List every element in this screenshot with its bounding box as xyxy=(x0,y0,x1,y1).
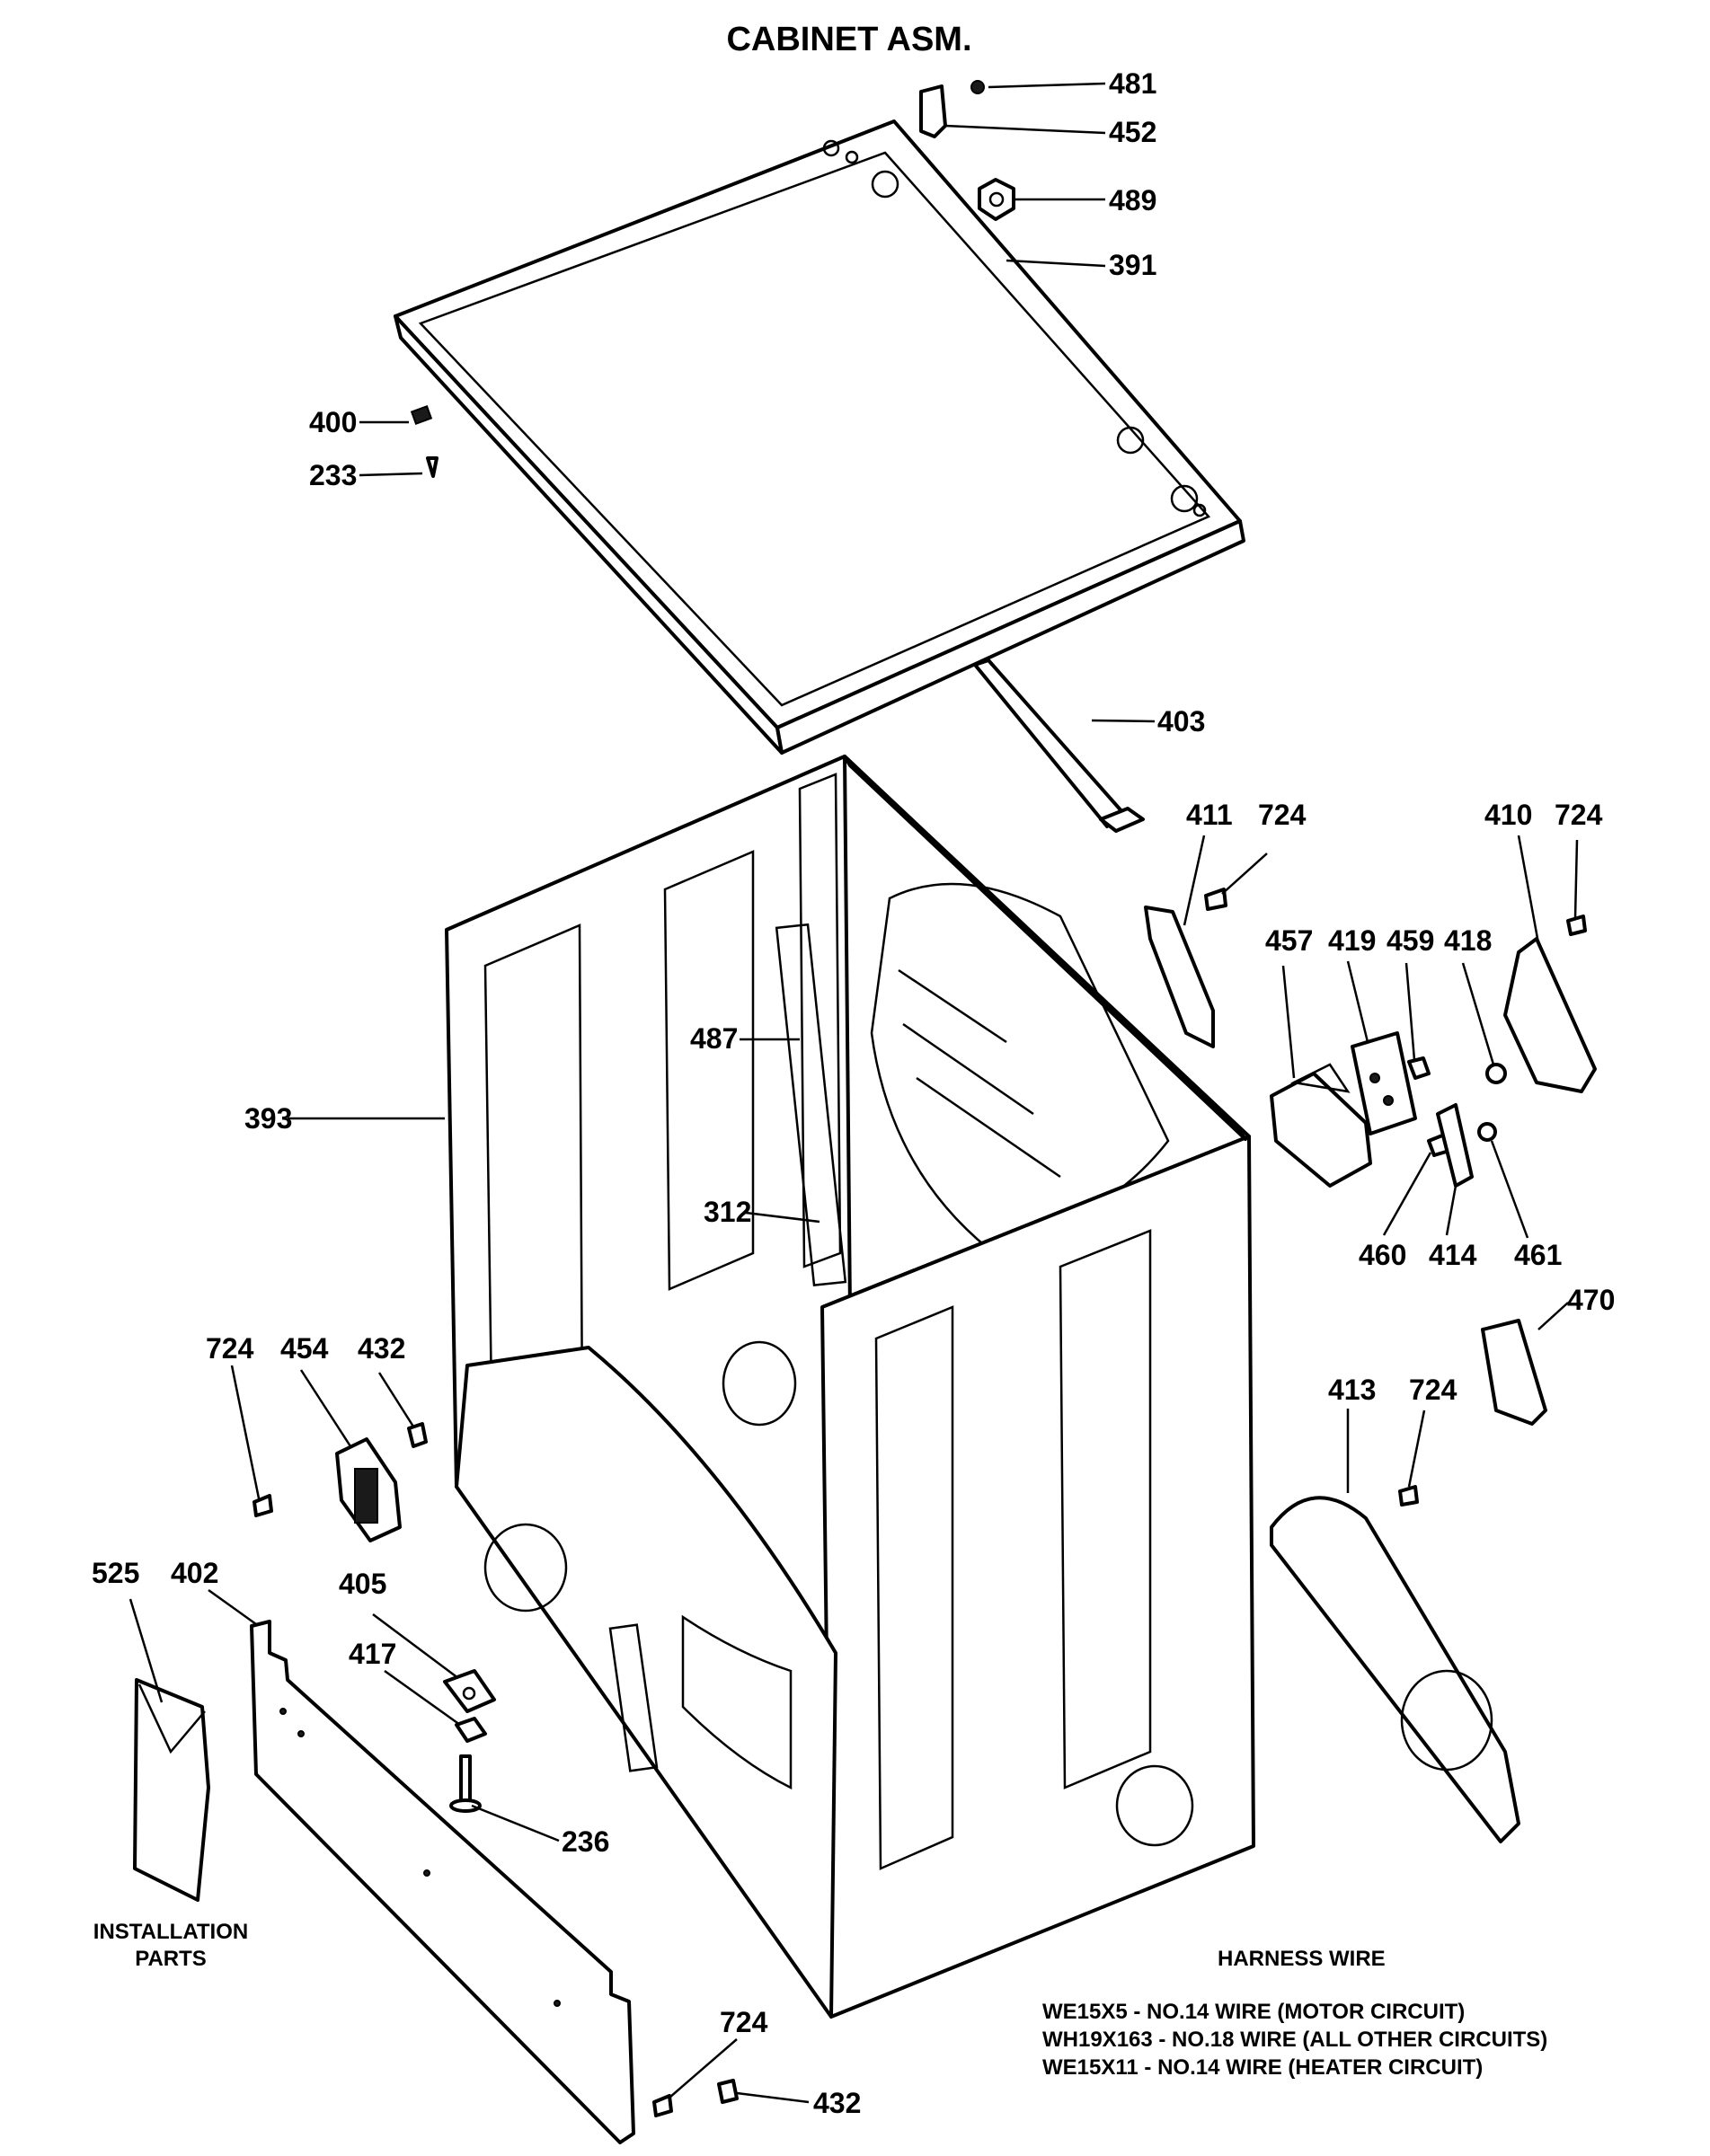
callout-432-a: 432 xyxy=(358,1332,405,1365)
callout-411: 411 xyxy=(1186,799,1233,831)
access-cover-470 xyxy=(1481,1319,1547,1426)
clip-432-a xyxy=(407,1422,428,1448)
diagram-title: CABINET ASM. xyxy=(726,21,971,58)
top-strip xyxy=(973,658,1145,833)
clip-and-screw-left xyxy=(410,405,439,478)
installation-envelope-525 xyxy=(133,1678,210,1902)
callout-393: 393 xyxy=(244,1102,292,1135)
callout-724-b: 724 xyxy=(1555,799,1603,831)
leveling-leg-236 xyxy=(449,1754,482,1813)
callout-432-b: 432 xyxy=(813,2087,861,2119)
callout-400: 400 xyxy=(309,406,357,438)
callout-418: 418 xyxy=(1444,924,1492,957)
terminal-block-419 xyxy=(1351,1031,1417,1135)
callout-489: 489 xyxy=(1109,184,1156,216)
svg-text:INSTALLATION: INSTALLATION xyxy=(93,1920,248,1944)
callout-460: 460 xyxy=(1359,1239,1406,1271)
callout-414: 414 xyxy=(1429,1239,1477,1271)
nut-417 xyxy=(455,1717,487,1743)
harness-line-3: WE15X11 - NO.14 WIRE (HEATER CIRCUIT) xyxy=(1042,2055,1483,2080)
callout-labels: 481 452 489 391 400 233 403 411 724 410 … xyxy=(92,67,1615,2119)
callout-470: 470 xyxy=(1567,1284,1615,1316)
callout-487: 487 xyxy=(690,1022,738,1055)
hinge-bracket xyxy=(919,80,985,138)
callout-724-d: 724 xyxy=(1409,1374,1457,1406)
callout-417: 417 xyxy=(349,1638,396,1670)
top-cover xyxy=(394,119,1245,755)
screw-724-d xyxy=(1398,1485,1419,1507)
callout-405: 405 xyxy=(339,1568,386,1600)
nut-418 xyxy=(1485,1063,1507,1084)
toe-panel-402 xyxy=(250,1620,635,2144)
harness-wire-notes: HARNESS WIRE WE15X5 - NO.14 WIRE (MOTOR … xyxy=(1042,1947,1547,2080)
harness-line-2: WH19X163 - NO.18 WIRE (ALL OTHER CIRCUIT… xyxy=(1042,2028,1547,2052)
cabinet-body xyxy=(445,755,1255,2019)
leg-bracket-405 xyxy=(443,1669,496,1713)
terminal-cover-411 xyxy=(1144,906,1215,1048)
leader-lines xyxy=(128,82,1579,2104)
callout-391: 391 xyxy=(1109,249,1156,281)
callout-413: 413 xyxy=(1328,1374,1376,1406)
callout-481: 481 xyxy=(1109,67,1156,100)
svg-text:PARTS: PARTS xyxy=(135,1947,207,1971)
callout-525: 525 xyxy=(92,1557,139,1589)
screw-724-a xyxy=(1204,888,1227,911)
callout-233: 233 xyxy=(309,459,357,491)
strap-414 xyxy=(1436,1103,1474,1188)
callout-403: 403 xyxy=(1157,705,1205,738)
callout-457: 457 xyxy=(1265,924,1313,957)
cover-bumper xyxy=(978,178,1015,221)
clip-432-b xyxy=(717,2079,739,2104)
callout-452: 452 xyxy=(1109,116,1156,148)
callout-454: 454 xyxy=(280,1332,329,1365)
callout-724-a: 724 xyxy=(1258,799,1307,831)
callout-312: 312 xyxy=(704,1196,751,1228)
callout-461: 461 xyxy=(1514,1239,1562,1271)
door-switch-454 xyxy=(335,1437,402,1542)
cover-plate-410 xyxy=(1503,937,1597,1093)
screw-724-b xyxy=(1566,915,1587,936)
harness-line-1: WE15X5 - NO.14 WIRE (MOTOR CIRCUIT) xyxy=(1042,2000,1465,2024)
nut-459 xyxy=(1407,1056,1431,1080)
callout-236: 236 xyxy=(562,1825,609,1858)
screw-724-e xyxy=(652,2094,673,2117)
callout-724-c: 724 xyxy=(206,1332,254,1365)
washer-461 xyxy=(1477,1122,1497,1142)
installation-parts-label: INSTALLATION PARTS xyxy=(93,1920,248,1971)
callout-410: 410 xyxy=(1484,799,1532,831)
callout-724-e: 724 xyxy=(720,2006,768,2038)
callout-459: 459 xyxy=(1387,924,1434,957)
duct-cover-413 xyxy=(1270,1496,1520,1843)
harness-heading: HARNESS WIRE xyxy=(1218,1947,1386,1971)
screw-724-c xyxy=(253,1494,273,1517)
terminal-block-bracket-457 xyxy=(1270,1063,1372,1188)
callout-402: 402 xyxy=(171,1557,218,1589)
callout-419: 419 xyxy=(1328,924,1376,957)
